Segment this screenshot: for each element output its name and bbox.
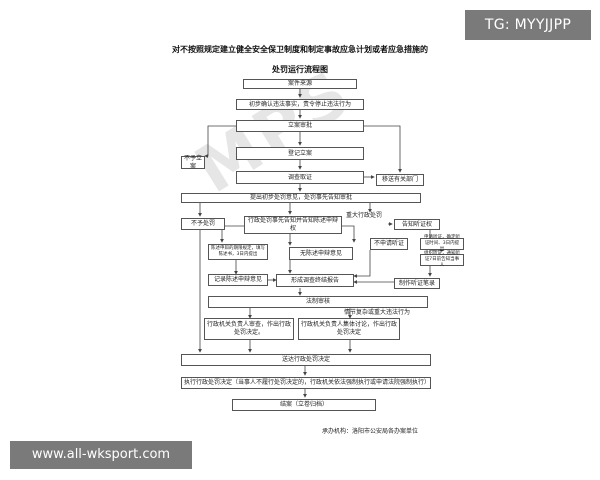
node-no-defense: 无陈述申辩意见	[289, 247, 353, 260]
node-case-source: 案件来源	[243, 79, 357, 89]
website-tag-overlay: www.all-wksport.com	[10, 441, 192, 469]
node-investigation-report: 形成调查终结报告	[276, 274, 354, 287]
node-filing-review: 立案审批	[236, 120, 364, 132]
node-close: 结案（立卷归档）	[232, 399, 376, 411]
label-major-penalty: 重大行政处罚	[346, 212, 383, 219]
telegram-tag-overlay: TG: MYYJJPP	[465, 10, 591, 40]
node-transfer: 移送有关部门	[376, 174, 424, 186]
node-defense-note: 陈述申辩的期限规定，填写陈述书，3日内提出	[208, 244, 268, 260]
node-hearing-record: 制作听证笔录	[394, 278, 440, 289]
diagram-title-line2: 处罚运行流程图	[272, 65, 328, 74]
node-hearing-note-2: 组织听证，通知听证7日前告知当事人	[420, 251, 464, 268]
node-chief-review: 行政机关负责人审查，作出行政处罚决定。	[204, 318, 294, 340]
node-investigate: 调查取证	[236, 171, 364, 184]
diagram-title-line1: 对不按照规定建立健全安全保卫制度和制定事故应急计划或者应急措施的	[172, 45, 428, 54]
node-notice-rights: 行政处罚事先告知并告知陈述申辩权	[244, 216, 342, 234]
label-complex-major: 情节复杂或重大违法行为	[344, 309, 411, 316]
node-no-hearing: 不申请听证	[370, 238, 408, 250]
node-deliver: 送达行政处罚决定	[181, 354, 431, 366]
footer-organizer: 承办机构：洛阳市公安局各办案单位	[322, 428, 419, 435]
node-record-defense: 记录陈述申辩意见	[208, 274, 268, 286]
node-no-filing: 不予立案	[181, 155, 205, 170]
node-hearing-notice: 告知听证权	[394, 219, 440, 230]
node-legal-review: 法制审核	[208, 296, 428, 308]
node-initial-confirm: 初步确认违法事实，责令停止违法行为	[236, 99, 364, 110]
node-register: 登记立案	[236, 147, 364, 160]
node-execute: 执行行政处罚决定（当事人不履行处罚决定的，行政机关依法强制执行或申请法院强制执行…	[181, 377, 431, 389]
node-propose: 提出初步处罚意见，处罚事先告知审批	[181, 193, 421, 203]
node-hearing-note-1: 申请听证，确定听证时间、3日内提出	[420, 235, 464, 252]
node-no-penalty: 不予处罚	[181, 218, 225, 230]
node-collective: 行政机关负责人集体讨论，作出行政处罚决定	[298, 318, 400, 340]
